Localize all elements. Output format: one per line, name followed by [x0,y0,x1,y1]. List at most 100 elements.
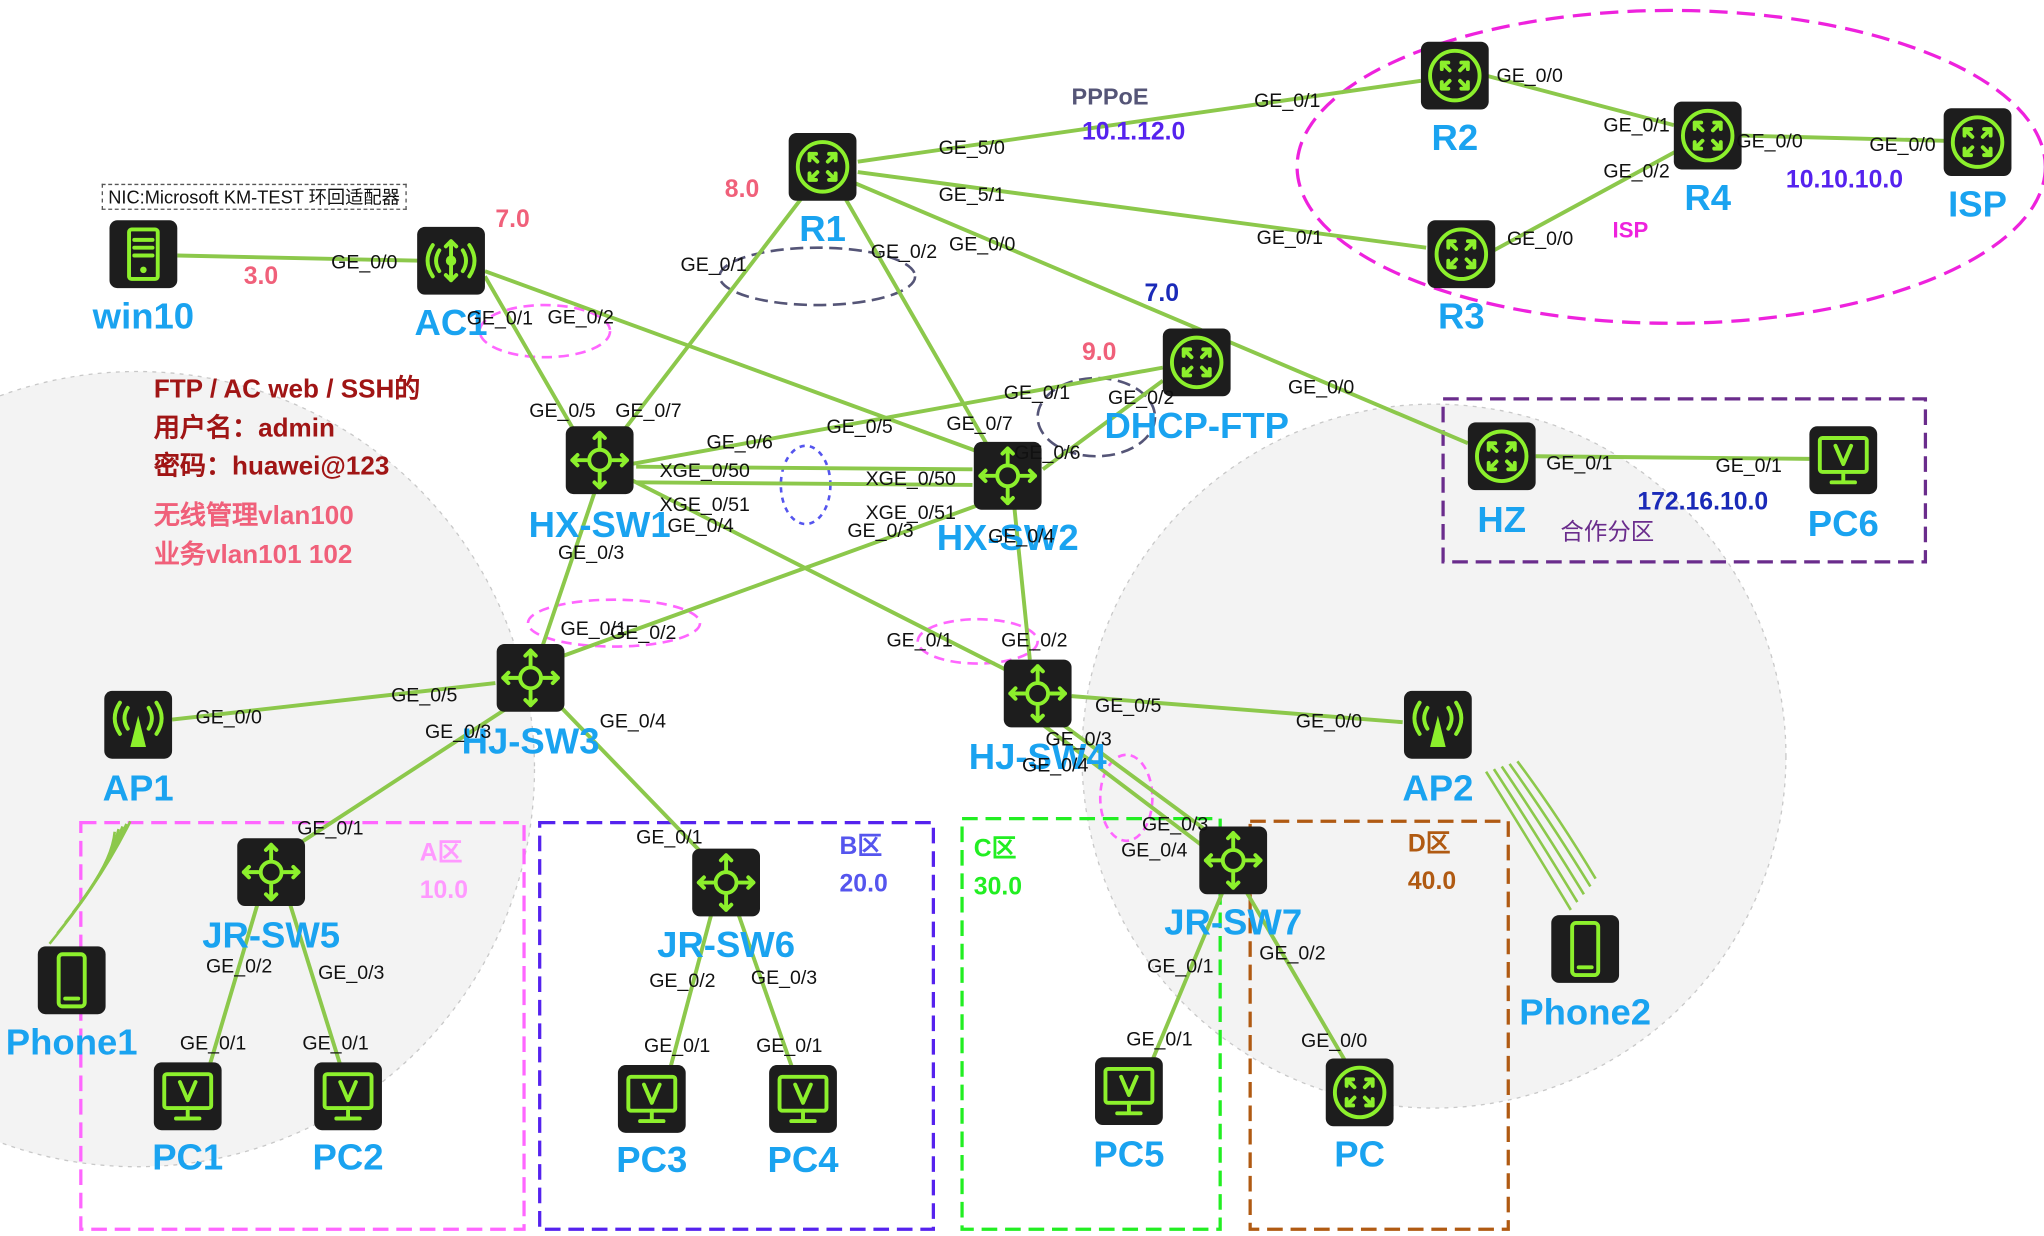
zone-c-subnet: 30.0 [973,873,1023,901]
port-label: GE_0/1 [297,817,364,840]
subnet-partner: 172.16.10.0 [1637,488,1769,517]
pc-icon[interactable] [313,1061,383,1131]
node-label-r1: R1 [799,208,846,249]
link-ac1-hx-sw1 [483,275,584,445]
pc-icon[interactable] [1808,425,1878,495]
ap-icon[interactable] [103,690,173,760]
port-label: GE_0/0 [1506,228,1574,251]
link-r3-r4 [1492,149,1678,253]
link-jr-sw6-pc4 [735,911,795,1070]
router-icon[interactable] [1673,100,1743,170]
ap2-signal-arcs [1484,760,1597,911]
subnet-win10: 3.0 [243,263,279,291]
port-label: GE_0/5 [1095,694,1162,717]
node-label-jr-sw5: JR-SW5 [202,915,341,956]
port-label: GE_0/4 [988,525,1055,548]
switch-icon[interactable] [1198,825,1268,895]
node-label-r3: R3 [1438,295,1485,337]
ap1-signal-arcs [48,820,132,945]
port-label: GE_0/1 [1126,1028,1193,1051]
ap-icon[interactable] [1403,690,1473,760]
pc-icon[interactable] [1094,1056,1164,1126]
phone-icon[interactable] [37,945,107,1015]
subnet-dhcp: 9.0 [1081,338,1117,367]
port-label: GE_0/7 [615,400,682,423]
port-label: GE_0/0 [1300,1029,1368,1053]
port-label: GE_0/2 [1001,629,1068,652]
switch-icon[interactable] [691,847,761,917]
link-hj-sw4-jr-sw7 [1054,718,1217,839]
port-label: GE_0/2 [547,306,614,329]
node-label-pc5: PC5 [1093,1134,1165,1175]
link-hj-sw4-jr-sw7 [1041,723,1206,849]
ac-icon[interactable] [416,226,486,296]
link-hx-sw2-hj-sw3 [552,498,992,662]
port-label: GE_0/1 [302,1032,369,1055]
node-label-pc: PC [1334,1134,1386,1175]
zone-a-name: A区 [419,839,463,867]
node-label-r4: R4 [1684,177,1732,218]
pppoe-label: PPPoE [1071,83,1149,110]
port-label: GE_0/2 [610,621,677,644]
jr-sw7-uplink-bundle [1098,753,1154,843]
switch-icon[interactable] [564,425,634,495]
port-label: GE_0/1 [756,1035,823,1058]
port-label: GE_0/1 [636,826,703,849]
switch-icon[interactable] [1002,658,1072,728]
port-label: GE_0/1 [1003,381,1071,405]
zone-d-subnet: 40.0 [1407,868,1457,896]
port-label: GE_0/3 [424,720,492,744]
port-label: GE_0/2 [870,241,938,264]
pc-icon[interactable] [768,1064,838,1134]
switch-icon[interactable] [972,441,1042,511]
router-icon[interactable] [1467,421,1537,491]
link-hj-sw3-jr-sw5 [288,702,515,852]
ap1-coverage-area [0,370,536,1168]
port-label: GE_0/4 [667,514,734,538]
node-label-hz: HZ [1477,499,1527,540]
zone-c-name: C区 [973,835,1017,863]
port-label: GE_0/5 [826,415,893,439]
phone-icon[interactable] [1550,914,1620,984]
router-icon[interactable] [1426,219,1496,289]
port-label: GE_0/3 [1141,813,1209,836]
link-r4-isp [1741,133,1946,143]
port-label: GE_0/5 [391,684,458,707]
zone-b-subnet: 20.0 [839,870,888,899]
port-label: GE_0/4 [1022,754,1089,777]
node-label-ap1: AP1 [102,767,174,809]
switch-icon[interactable] [236,837,306,907]
node-label-isp: ISP [1948,183,2007,225]
port-label: XGE_0/51 [659,494,750,517]
link-hj-sw3-ap1 [171,681,496,722]
pc-icon[interactable] [617,1064,687,1134]
port-label: XGE_0/50 [659,460,750,483]
node-label-win10: win10 [92,295,195,337]
server-icon[interactable] [108,219,178,289]
pc-icon[interactable] [153,1061,223,1131]
port-label: GE_0/2 [1259,942,1326,965]
link-jr-sw7-pc [1244,890,1348,1063]
hj-sw4-uplink-bundle [916,617,1039,665]
node-label-hx-sw2: HX-SW2 [936,517,1079,558]
router-icon[interactable] [1162,327,1232,397]
router-icon[interactable] [1942,107,2012,177]
port-label: GE_0/2 [649,969,716,993]
port-label: GE_0/0 [1295,710,1363,733]
router-icon[interactable] [1324,1057,1394,1127]
port-label: GE_0/3 [750,967,818,990]
router-icon[interactable] [1420,40,1490,110]
port-label: GE_0/3 [1045,728,1112,751]
nic-note: NIC:Microsoft KM-TEST 环回适配器 [101,183,407,210]
switch-icon[interactable] [495,643,565,713]
wireless-note-line-2: 业务vlan101 102 [153,540,353,570]
port-label: GE_0/1 [1147,955,1214,978]
zone-d-name: D区 [1407,830,1451,858]
link-r1-hx-sw2 [840,191,993,453]
port-label: GE_0/1 [680,254,747,277]
credentials-line-2: 用户名：admin [153,414,335,444]
port-label: GE_0/2 [205,955,273,978]
router-icon[interactable] [787,132,857,202]
zone-a-subnet: 10.0 [419,877,468,905]
wireless-note-line-1: 无线管理vlan100 [153,501,354,531]
